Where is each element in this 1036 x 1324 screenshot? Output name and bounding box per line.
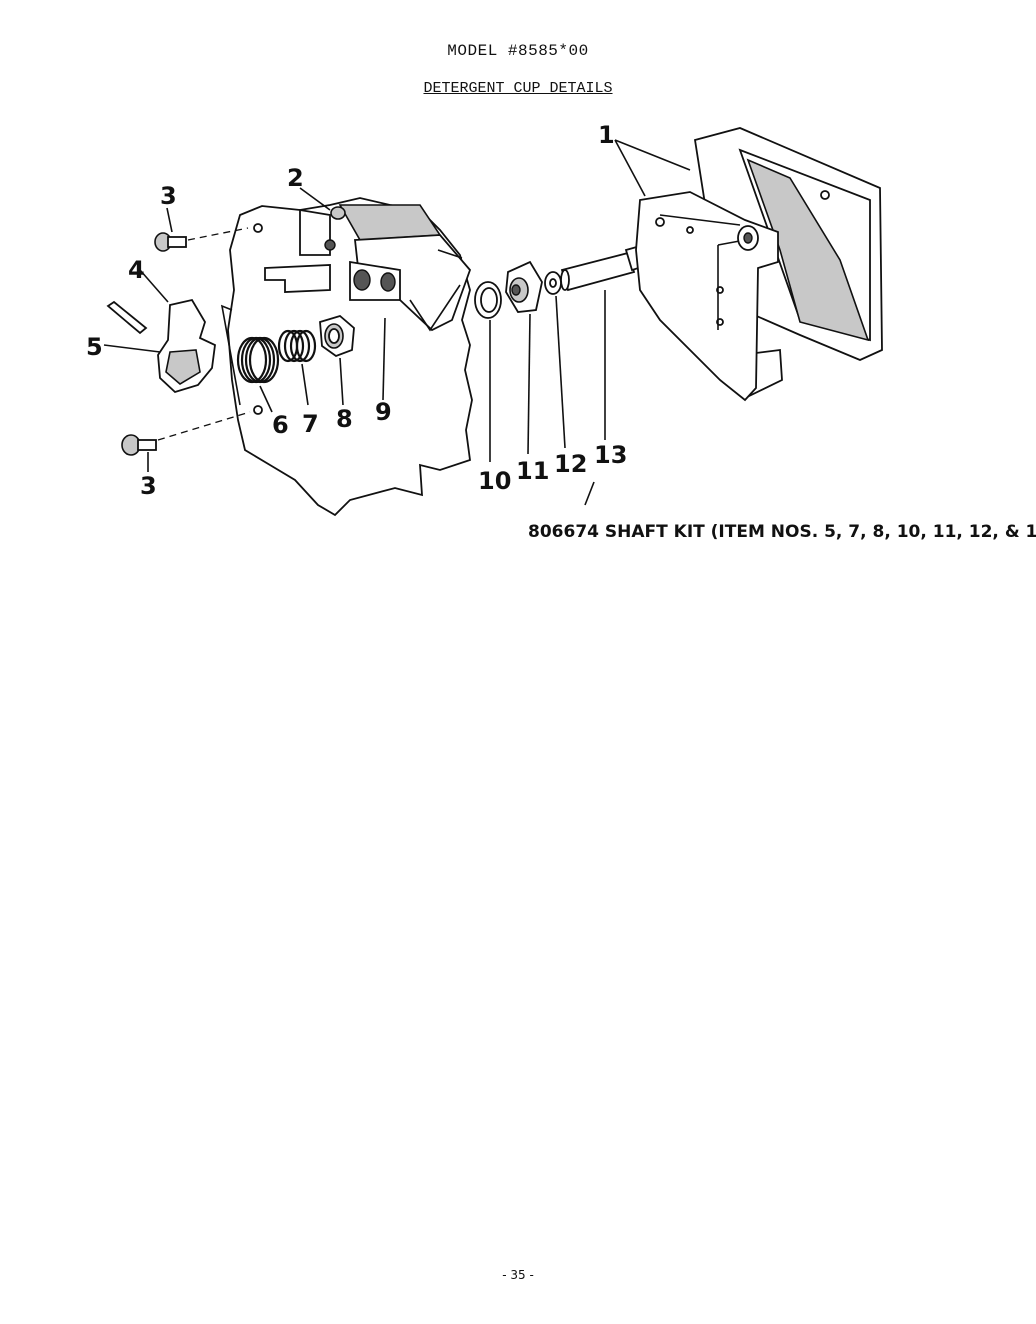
callout-13: 13 [594, 441, 627, 469]
callout-6: 6 [272, 411, 289, 439]
callout-12: 12 [554, 450, 587, 478]
callout-1: 1 [598, 121, 615, 149]
part-12-washer [544, 271, 566, 449]
callout-3-top: 3 [160, 182, 177, 210]
part-3-screw-bottom [121, 411, 251, 472]
diagram-title: DETERGENT CUP DETAILS [423, 80, 613, 97]
shaft-kit-note: 806674 SHAFT KIT (ITEM NOS. 5, 7, 8, 10,… [528, 522, 1036, 542]
part-10-o-ring [474, 281, 502, 462]
part-4-latch-lever [139, 269, 216, 394]
part-1-leader-a [614, 139, 691, 171]
page-number: - 35 - [502, 1268, 534, 1282]
part-9-leader [382, 317, 386, 401]
callout-8: 8 [336, 405, 353, 433]
callout-2: 2 [287, 164, 304, 192]
callout-7: 7 [302, 410, 319, 438]
callout-10: 10 [478, 467, 511, 495]
callout-3-bottom: 3 [140, 472, 157, 500]
callout-4: 4 [128, 256, 145, 284]
part-1-leader-b [614, 139, 646, 197]
part-1-cup-cover [635, 191, 779, 402]
model-number: MODEL #8585*00 [447, 42, 589, 60]
callout-11: 11 [516, 457, 549, 485]
part-9-inner-panel [227, 197, 473, 517]
part-6-torsion-spring [220, 304, 280, 413]
callout-9: 9 [375, 398, 392, 426]
part-7-coil-spring [277, 329, 317, 406]
part-5-pin [103, 300, 161, 353]
callout-5: 5 [86, 333, 103, 361]
part-8-nut [319, 314, 355, 406]
part-2-housing-screw [299, 187, 346, 251]
part-11-bushing [505, 260, 543, 455]
part-3-screw-top [154, 207, 249, 252]
